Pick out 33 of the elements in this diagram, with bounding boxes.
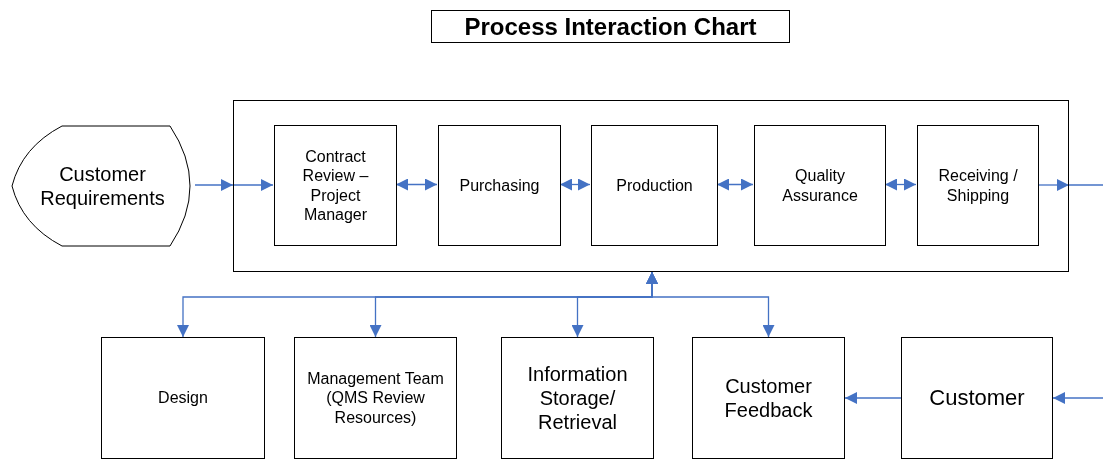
node-label: Production [615,175,694,196]
connector-arrow [1037,179,1070,191]
node-label: Design [157,388,209,408]
node-label: Customer Requirements [39,162,166,210]
connector-arrow [646,271,775,338]
connector-arrow [232,179,274,191]
connector-arrow [395,178,438,191]
node-label: Information Storage/ Retrieval [526,362,629,434]
chart-title: Process Interaction Chart [431,10,790,43]
node-label: Contract Review – Project Manager [301,147,370,224]
process-box [901,337,1053,459]
connector-arrow [844,392,902,404]
connector-arrow [559,178,591,191]
process-box [692,337,845,459]
node-label: Receiving / Shipping [937,166,1019,205]
process-box [101,337,265,459]
process-box [917,125,1039,246]
process-box [501,337,654,459]
process-box [754,125,886,246]
process-box [294,337,457,459]
node-label: Management Team (QMS Review Resources) [306,369,445,427]
connector-arrow [716,178,754,191]
process-box [274,125,397,246]
process-box [591,125,718,246]
node-label: Purchasing [458,175,541,196]
node-label: Quality Assurance [781,166,859,205]
connector-arrow [884,178,917,191]
connector-arrow [194,179,234,191]
process-box [438,125,561,246]
connector-arrow [1052,392,1103,404]
container-box [233,100,1069,272]
node-label: Customer Feedback [723,374,814,422]
node-label: Customer [928,384,1026,412]
